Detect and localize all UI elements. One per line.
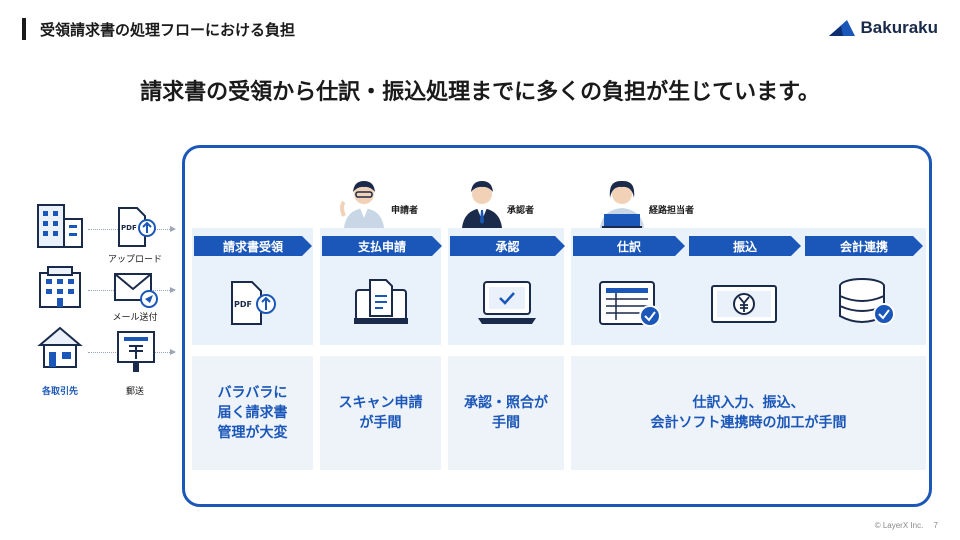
mail-icon: [114, 273, 158, 308]
burden-approve-line-2: 手間: [492, 415, 520, 431]
burden-accounting-line-1: 仕訳入力、振込、: [692, 395, 805, 411]
connector-arrowhead-icon: [170, 287, 176, 293]
burden-receive-line-3: 管理が大変: [217, 425, 288, 441]
headline: 請求書の受領から仕訳・振込処理までに多くの負担が生じています。: [140, 80, 820, 105]
step-journal: 仕訳: [573, 236, 685, 256]
pdf-document-icon: PDF: [231, 281, 276, 325]
source-method-upload: アップロード: [107, 255, 162, 265]
burden-receive-line-2: 届く請求書: [217, 405, 288, 421]
pdf-upload-icon: PDF: [118, 207, 156, 247]
burden-approve: 承認・照合が 手間: [448, 356, 564, 470]
step-apply: 支払申請: [322, 236, 442, 256]
role-accountant: 経路担当者: [649, 206, 695, 216]
burden-receive: バラバラに 届く請求書 管理が大変: [192, 356, 313, 470]
burden-apply-line-2: が手間: [359, 415, 402, 431]
burden-accounting-line-2: 会計ソフト連携時の加工が手間: [650, 415, 847, 431]
pdf-icon-text: PDF: [121, 224, 137, 232]
connector-arrowhead-icon: [170, 349, 176, 355]
office-building-icon: [37, 204, 83, 248]
burden-apply-line-1: スキャン申請: [338, 395, 423, 411]
accountant-person-icon: [600, 180, 644, 228]
title-accent-bar: [22, 18, 26, 40]
source-method-mail: メール送付: [112, 313, 158, 323]
partner-label: 各取引先: [41, 387, 78, 397]
footer: © LayerX Inc. 7: [875, 521, 938, 530]
burden-approve-line-1: 承認・照合が: [464, 395, 548, 411]
role-applicant: 申請者: [391, 206, 419, 216]
house-icon: [37, 326, 83, 368]
step-accounting-link: 会計連携: [805, 236, 923, 256]
database-check-icon: [839, 278, 895, 325]
company-building-icon: [39, 266, 81, 308]
connector-arrowhead-icon: [170, 226, 176, 232]
role-approver: 承認者: [507, 206, 535, 216]
burden-apply: スキャン申請 が手間: [320, 356, 441, 470]
logo-text: Bakuraku: [860, 18, 938, 37]
journal-ledger-icon: [599, 281, 661, 327]
scanner-icon: [354, 279, 408, 324]
page-number: 7: [933, 521, 938, 530]
step-receive: 請求書受領: [194, 236, 312, 256]
burden-receive-line-1: バラバラに: [217, 385, 288, 401]
slide-title: 受領請求書の処理フローにおける負担: [40, 21, 296, 39]
step-approve: 承認: [450, 236, 565, 256]
postbox-icon: [117, 331, 155, 372]
copyright-text: © LayerX Inc.: [874, 521, 924, 530]
yen-banknote-icon: [711, 285, 777, 323]
applicant-person-icon: [340, 181, 384, 228]
laptop-check-icon: [478, 281, 536, 324]
step-transfer: 振込: [689, 236, 801, 256]
burden-accounting: 仕訳入力、振込、 会計ソフト連携時の加工が手間: [571, 356, 926, 470]
pdf-icon-text: PDF: [234, 300, 252, 309]
approver-person-icon: [462, 181, 502, 228]
source-method-post: 郵送: [125, 387, 144, 397]
bakuraku-logo-icon: [828, 20, 855, 36]
brand-logo: Bakuraku: [828, 18, 938, 38]
